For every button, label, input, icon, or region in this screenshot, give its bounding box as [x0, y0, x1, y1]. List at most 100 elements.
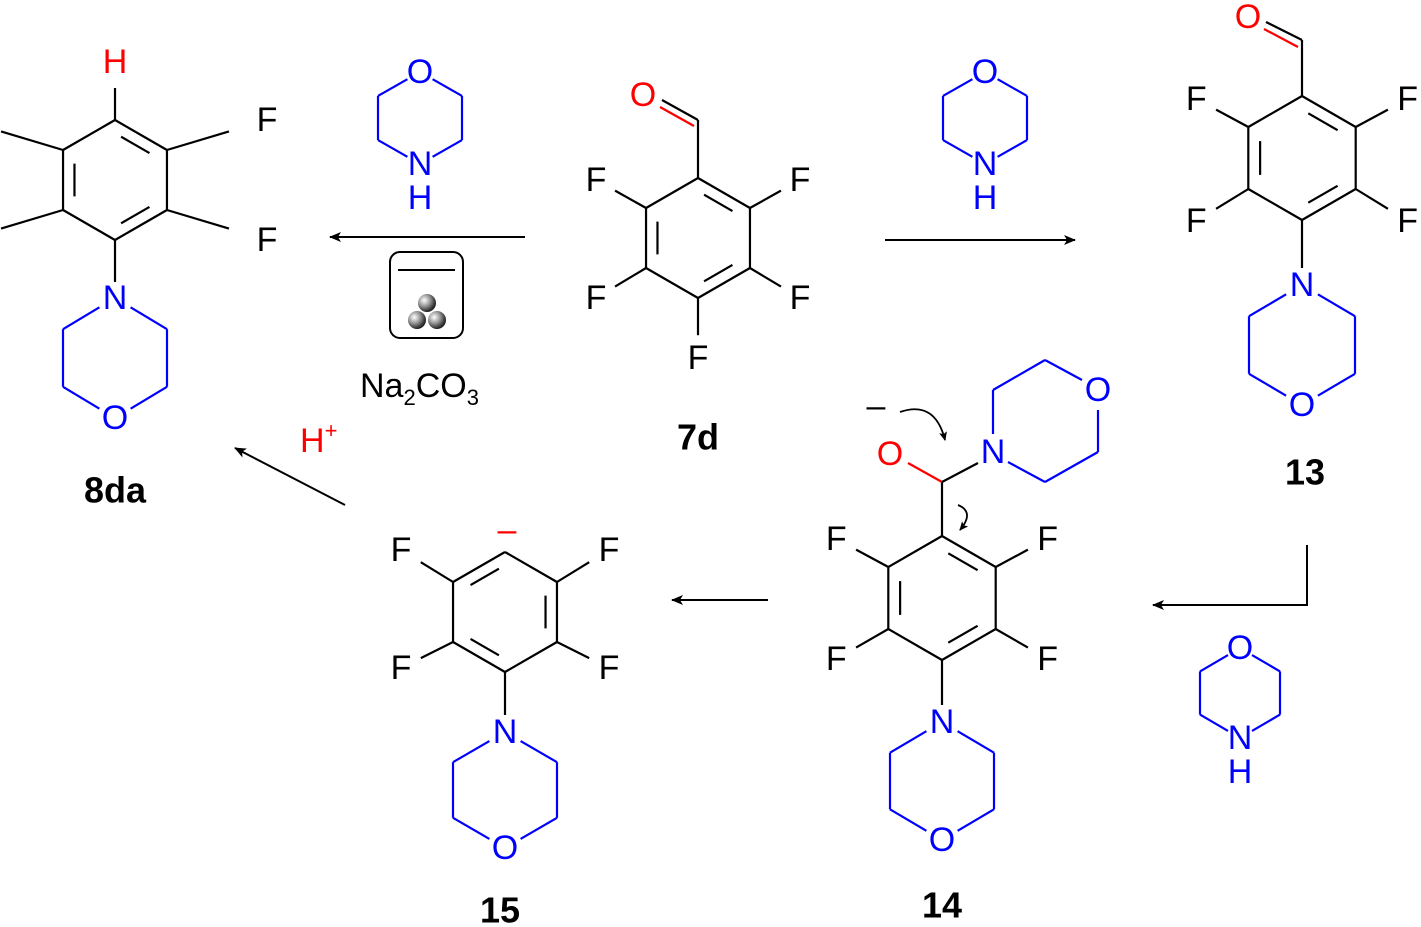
- ring-bond: [114, 209, 168, 241]
- ring-bond: [452, 641, 506, 673]
- morpholine-bond: [62, 385, 100, 410]
- ring-bond: [697, 177, 751, 209]
- bond-C-N: [941, 462, 979, 483]
- bond-substituent: [614, 267, 647, 288]
- reagent-morpholine-right-bond: [942, 78, 973, 97]
- morpholine-bond: [957, 730, 995, 754]
- reagent-morpholine-right-oxygen: O: [972, 53, 998, 91]
- ring-bond: [62, 209, 116, 241]
- reagent-morpholine-bottom-bond: [1199, 713, 1229, 732]
- bond-substituent: [0, 130, 64, 152]
- atom-fluorine: F: [688, 339, 709, 377]
- atom-fluorine: F: [586, 161, 607, 199]
- reagent-morpholine-bottom-bond: [1251, 713, 1281, 732]
- reagent-morpholine-right-nitrogen: N: [973, 145, 998, 183]
- bond-substituent: [420, 561, 454, 583]
- atom-fluorine: F: [586, 279, 607, 317]
- double-bond-inner: [120, 135, 151, 155]
- ring-bond: [504, 551, 558, 583]
- ring-bond: [645, 177, 699, 209]
- bond-substituent: [1355, 108, 1389, 128]
- atom-labels: OFFFFFHFFFFNOOFFFFNOO–NOFFFFNO–FFFFNOONH…: [102, 0, 1418, 867]
- curved-arrow-electron-push-2: [957, 504, 969, 531]
- ring-bond: [114, 119, 168, 151]
- morpholine-bond: [1044, 359, 1083, 381]
- double-bond-inner: [947, 552, 979, 572]
- reagent-morpholine-bottom-bond: [1251, 654, 1281, 673]
- bond-substituent: [855, 628, 889, 649]
- bond-substituent: [556, 641, 590, 660]
- ring-bond: [452, 551, 506, 583]
- atom-fluorine: F: [1037, 520, 1058, 558]
- morpholine-bond: [889, 808, 927, 832]
- bond-aldehyde: [1265, 21, 1303, 41]
- ring-bond: [941, 628, 997, 661]
- atom-fluorine: F: [826, 520, 847, 558]
- atom-fluorine: F: [599, 649, 620, 687]
- reagent-morpholine-left-bond: [432, 78, 463, 97]
- bond-substituent: [614, 189, 647, 209]
- bond-substituent: [166, 130, 230, 152]
- reaction-arrows: [234, 232, 1308, 610]
- ring-bond: [1301, 188, 1357, 221]
- morpholine-bond: [520, 740, 558, 764]
- atom-fluorine: F: [790, 279, 811, 317]
- compound-label-8da: 8da: [84, 470, 147, 511]
- atom-fluorine: F: [826, 640, 847, 678]
- bond-substituent: [855, 548, 889, 568]
- ring-bond: [504, 641, 558, 673]
- bond-substituent: [166, 208, 230, 230]
- compound-label-15: 15: [480, 890, 520, 927]
- atom-oxygen: O: [929, 821, 955, 859]
- morpholine-bond: [130, 306, 168, 331]
- reagent-morpholine-bottom-nitrogen: N: [1228, 719, 1253, 757]
- arrow-15-to-8da: [234, 447, 346, 506]
- atom-oxygen: O: [1085, 371, 1111, 409]
- atom-fluorine: F: [257, 221, 278, 259]
- atom-oxygen: O: [102, 399, 128, 437]
- atom-fluorine: F: [1037, 640, 1058, 678]
- morpholine-bond: [130, 385, 168, 410]
- reagent-morpholine-left-hydrogen: H: [408, 179, 433, 217]
- reagent-morpholine-bottom-hydrogen: H: [1228, 753, 1253, 791]
- ring-bond: [1301, 95, 1357, 128]
- bonds-layer: [0, 21, 1389, 840]
- atom-fluorine: F: [1186, 80, 1207, 118]
- atom-oxygen-aldehyde: O: [1235, 0, 1261, 36]
- morpholine-bond: [1044, 451, 1099, 483]
- atom-hydrogen: H: [103, 43, 128, 81]
- bond-substituent: [1355, 188, 1389, 210]
- atom-fluorine: F: [1397, 202, 1418, 240]
- reagent-morpholine-left-bond: [377, 139, 408, 158]
- ring-bond: [697, 267, 751, 299]
- bond-substituent: [749, 267, 782, 288]
- bond-aldehyde-double: [1263, 28, 1299, 48]
- atom-oxygen-anion: O: [877, 435, 903, 473]
- double-bond-inner: [703, 193, 734, 213]
- compound-label-13: 13: [1285, 452, 1325, 493]
- morpholine-bond: [452, 816, 490, 840]
- morpholine-bond: [1248, 372, 1287, 397]
- ring-bond: [1247, 95, 1303, 128]
- atom-oxygen: O: [1289, 386, 1315, 424]
- bond-substituent: [749, 189, 782, 209]
- bond-substituent: [1215, 108, 1249, 128]
- morpholine-bond: [452, 740, 490, 764]
- atom-oxygen: O: [492, 829, 518, 867]
- ring-bond: [1247, 188, 1303, 221]
- atom-nitrogen: N: [103, 279, 128, 317]
- double-bond-inner: [1307, 112, 1339, 132]
- reagent-morpholine-left-bond: [432, 139, 463, 158]
- reagent-proton: H+: [300, 418, 337, 460]
- morpholine-bond: [889, 730, 927, 754]
- atom-nitrogen: N: [981, 433, 1006, 471]
- reagent-morpholine-bottom-oxygen: O: [1227, 629, 1253, 667]
- reagent-sodium-carbonate: Na2CO3: [360, 367, 479, 410]
- compound-label-7d: 7d: [677, 417, 719, 458]
- atom-fluorine: F: [257, 101, 278, 139]
- bond-aldehyde-double: [659, 106, 695, 127]
- curved-arrow-electron-push-1: [899, 408, 947, 441]
- reagent-morpholine-bottom-bond: [1199, 654, 1229, 673]
- ring-bond: [645, 267, 699, 299]
- bond-C-O: [907, 462, 943, 483]
